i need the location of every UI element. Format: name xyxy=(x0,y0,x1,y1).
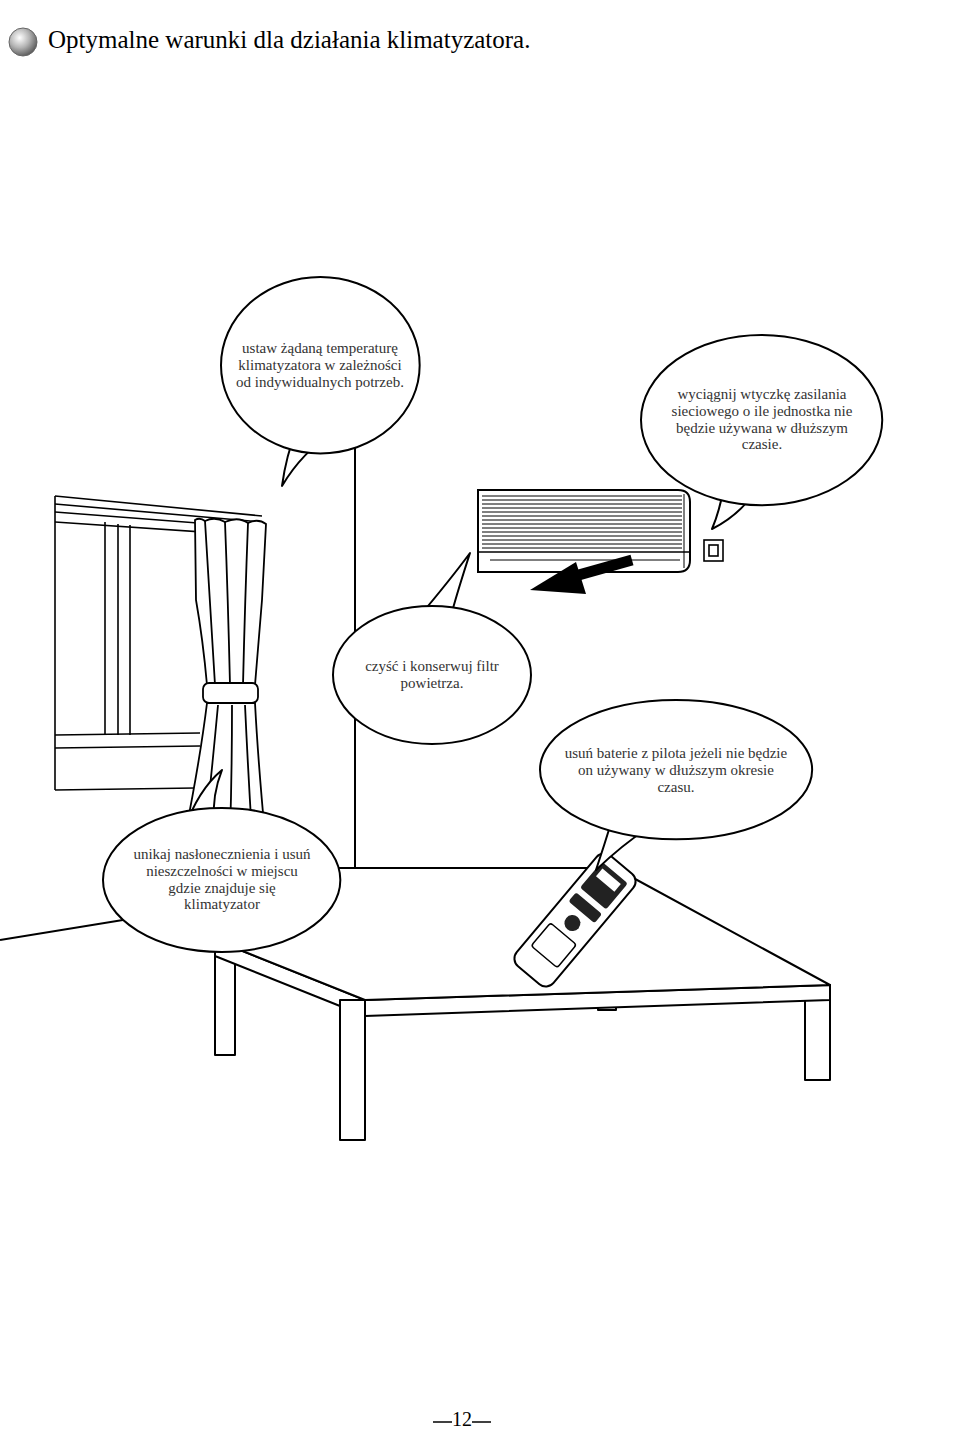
ac-grille xyxy=(482,540,682,541)
bubble-text: ustaw żądaną temperaturę klimatyzatora w… xyxy=(234,340,406,390)
page-title: Optymalne warunki dla działania klimatyz… xyxy=(48,26,530,54)
speech-bubble: wyciągnij wtyczkę zasilania sieciowego o… xyxy=(640,334,883,506)
curtain-fold xyxy=(205,521,248,685)
bubble-text: czyść i konserwuj filtr powietrza. xyxy=(362,658,502,692)
remote-keypad xyxy=(531,923,576,968)
speech-bubble: unikaj nasłonecznienia i usuń nieszczeln… xyxy=(102,807,341,953)
window-sill xyxy=(55,733,200,735)
air-conditioner xyxy=(478,490,690,572)
airflow-arrow xyxy=(530,560,632,594)
socket-plug xyxy=(709,545,718,556)
bubble-text-box: usuń baterie z pilota jeżeli nie będzie … xyxy=(561,745,791,795)
speech-bubble: ustaw żądaną temperaturę klimatyzatora w… xyxy=(220,276,421,454)
bubble-ellipse xyxy=(333,606,531,744)
remote-screen xyxy=(596,869,621,892)
remote-button xyxy=(561,912,584,935)
socket-plate xyxy=(704,540,723,561)
bubble-ellipse xyxy=(540,700,812,839)
ac-louver xyxy=(490,560,680,561)
window-frame xyxy=(129,525,131,735)
table-leg xyxy=(340,1000,365,1140)
bubble-text-box: unikaj nasłonecznienia i usuń nieszczeln… xyxy=(129,846,314,913)
window-frame xyxy=(117,524,119,735)
bubble-text-box: ustaw żądaną temperaturę klimatyzatora w… xyxy=(234,340,406,390)
ac-grille xyxy=(482,508,682,509)
ac-grille xyxy=(482,544,682,545)
page-dash xyxy=(433,1421,452,1423)
bubble-text: usuń baterie z pilota jeżeli nie będzie … xyxy=(561,745,791,795)
arrow-head xyxy=(530,562,586,594)
window-frame xyxy=(104,522,106,735)
window-sill xyxy=(55,788,195,790)
window-sill xyxy=(55,746,200,748)
bubble-text: wyciągnij wtyczkę zasilania sieciowego o… xyxy=(662,386,862,453)
ac-louver xyxy=(478,551,690,553)
ac-grille xyxy=(482,516,682,517)
ac-grille xyxy=(482,532,682,533)
speech-bubble: czyść i konserwuj filtr powietrza. xyxy=(332,605,532,745)
bubble-ellipse xyxy=(641,335,882,505)
window-frame xyxy=(54,496,56,790)
bubble-ellipse xyxy=(221,277,420,453)
ac-grille xyxy=(482,512,682,513)
ac-grille xyxy=(482,520,682,521)
remote-control xyxy=(510,849,639,990)
ac-grille xyxy=(482,524,682,525)
bubble-text: unikaj nasłonecznienia i usuń nieszczeln… xyxy=(129,846,314,913)
page-dash xyxy=(472,1421,491,1423)
ac-grille xyxy=(482,504,682,505)
page-number: 12 xyxy=(442,1408,482,1431)
ac-grille xyxy=(482,548,682,549)
ac-body xyxy=(478,490,690,572)
bubble-text-box: wyciągnij wtyczkę zasilania sieciowego o… xyxy=(662,386,862,453)
ac-grille xyxy=(482,500,682,501)
ac-grille xyxy=(482,536,682,537)
ac-grille xyxy=(482,528,682,529)
bubble-ellipse xyxy=(103,808,340,952)
remote-body xyxy=(510,849,639,990)
wall-socket xyxy=(704,540,723,561)
bubble-text-box: czyść i konserwuj filtr powietrza. xyxy=(362,658,502,692)
bullet-ball xyxy=(9,28,37,56)
speech-bubble: usuń baterie z pilota jeżeli nie będzie … xyxy=(539,699,813,840)
ac-grille xyxy=(482,496,682,497)
curtain-tie xyxy=(203,683,258,703)
ac-side xyxy=(684,494,685,568)
curtain xyxy=(185,519,266,835)
curtain-top xyxy=(195,519,266,685)
